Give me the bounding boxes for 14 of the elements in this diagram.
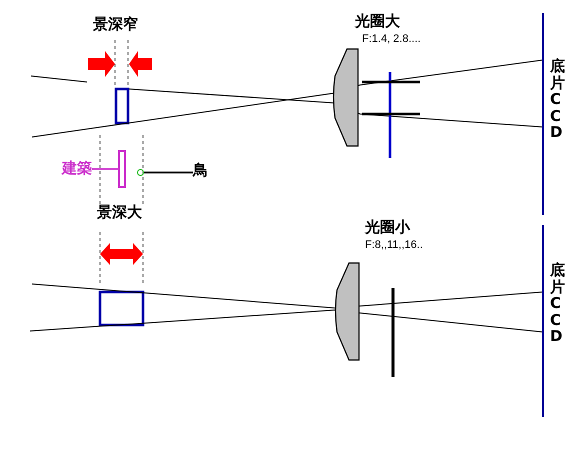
f-number-label: F:8,,11,,16.. [365, 239, 423, 252]
film-label: 底片CCD [550, 262, 565, 344]
object-label: 鳥 [193, 162, 208, 178]
leader-line [144, 172, 193, 174]
leader-line [92, 168, 118, 170]
heading: 景深窄 [93, 16, 138, 32]
object-bar [118, 150, 126, 188]
object-label: 建築 [62, 160, 92, 176]
heading: 光圈大 [355, 13, 400, 30]
film-label: 底片CCD [550, 58, 565, 140]
heading: 景深大 [97, 204, 142, 220]
f-number-label: F:1.4, 2.8.... [362, 33, 421, 46]
heading: 光圈小 [365, 219, 410, 236]
target-circle [137, 169, 144, 176]
